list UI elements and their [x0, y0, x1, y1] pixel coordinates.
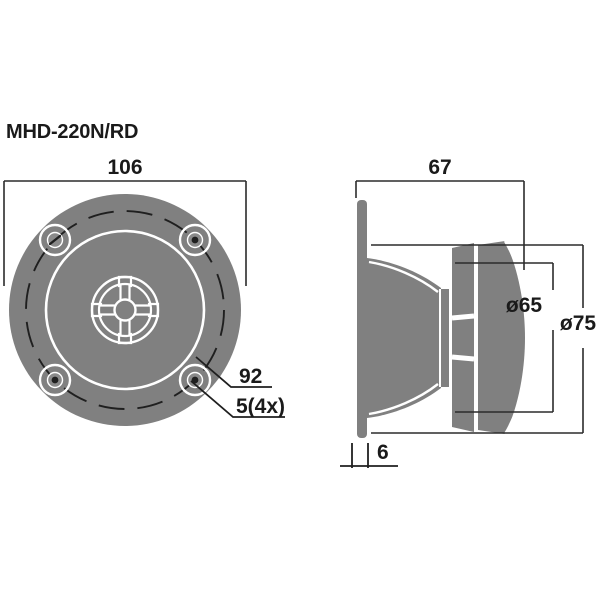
center-hub-detail: [90, 275, 160, 345]
hole-tr-center-dot: [191, 236, 199, 244]
dim-hole-label: 5(4x): [236, 395, 285, 418]
dimension-bolt-circle: 92: [195, 356, 272, 388]
horn-body: [367, 258, 441, 418]
magnet-front-gap-lower: [451, 354, 475, 362]
dim-hole-leader: [190, 380, 285, 418]
dimension-flange-thickness: 6: [340, 441, 398, 468]
front-frame-disc: [9, 194, 241, 426]
dimension-overall-width: 106: [3, 156, 247, 286]
dimension-inner-diameter: ø65: [455, 262, 554, 413]
side-view: 67: [340, 156, 596, 468]
mounting-hole-top-right: [178, 223, 212, 257]
hub-spokes: [90, 275, 160, 345]
mounting-holes: [38, 223, 212, 397]
horn-upper-highlight: [368, 260, 439, 293]
dim-6-label: 6: [377, 441, 389, 464]
dim-65-label: ø65: [506, 294, 543, 317]
mounting-hole-top-left: [38, 223, 72, 257]
hub-spoke-bottom: [117, 319, 133, 345]
dim-92-leader: [195, 356, 272, 388]
hub-spoke-left: [90, 302, 116, 318]
dimension-hole-size: 5(4x): [190, 380, 285, 418]
hole-tr-ring: [178, 223, 212, 257]
hub-spoke-right: [134, 302, 160, 318]
dimension-outer-diameter: ø75: [371, 244, 597, 434]
bolt-circle-dashed: [25, 210, 225, 410]
mounting-hole-bottom-right: [178, 363, 212, 397]
mounting-hole-bottom-left: [38, 363, 72, 397]
hole-tl-ring: [38, 223, 72, 257]
hole-bl-ring: [38, 363, 72, 397]
magnet-rear-cap-edge: [503, 240, 531, 435]
magnet-front-plate: [452, 243, 474, 432]
hole-tl-slot: [48, 234, 62, 246]
dim-106-label: 106: [107, 156, 142, 179]
hub-inner-circle: [97, 282, 153, 338]
dimension-depth: 67: [355, 156, 525, 270]
magnet-front-gap-upper: [451, 313, 475, 321]
dim-75-label: ø75: [560, 312, 597, 335]
horn-lower-highlight: [368, 383, 439, 416]
horn-throat: [440, 289, 450, 387]
dim-67-label: 67: [428, 156, 451, 179]
page-title: MHD-220N/RD: [6, 121, 138, 143]
hole-bl-center-dot: [51, 376, 59, 384]
hub-spoke-top: [117, 275, 133, 301]
diaphragm-outer-ring: [44, 229, 206, 391]
mounting-flange: [357, 200, 367, 438]
dim-92-label: 92: [239, 365, 262, 388]
hub-center-boss: [113, 298, 137, 322]
hole-br-ring: [178, 363, 212, 397]
magnet-main-block: [478, 241, 525, 434]
front-view: 106: [3, 156, 285, 426]
hole-br-center-dot: [191, 376, 199, 384]
